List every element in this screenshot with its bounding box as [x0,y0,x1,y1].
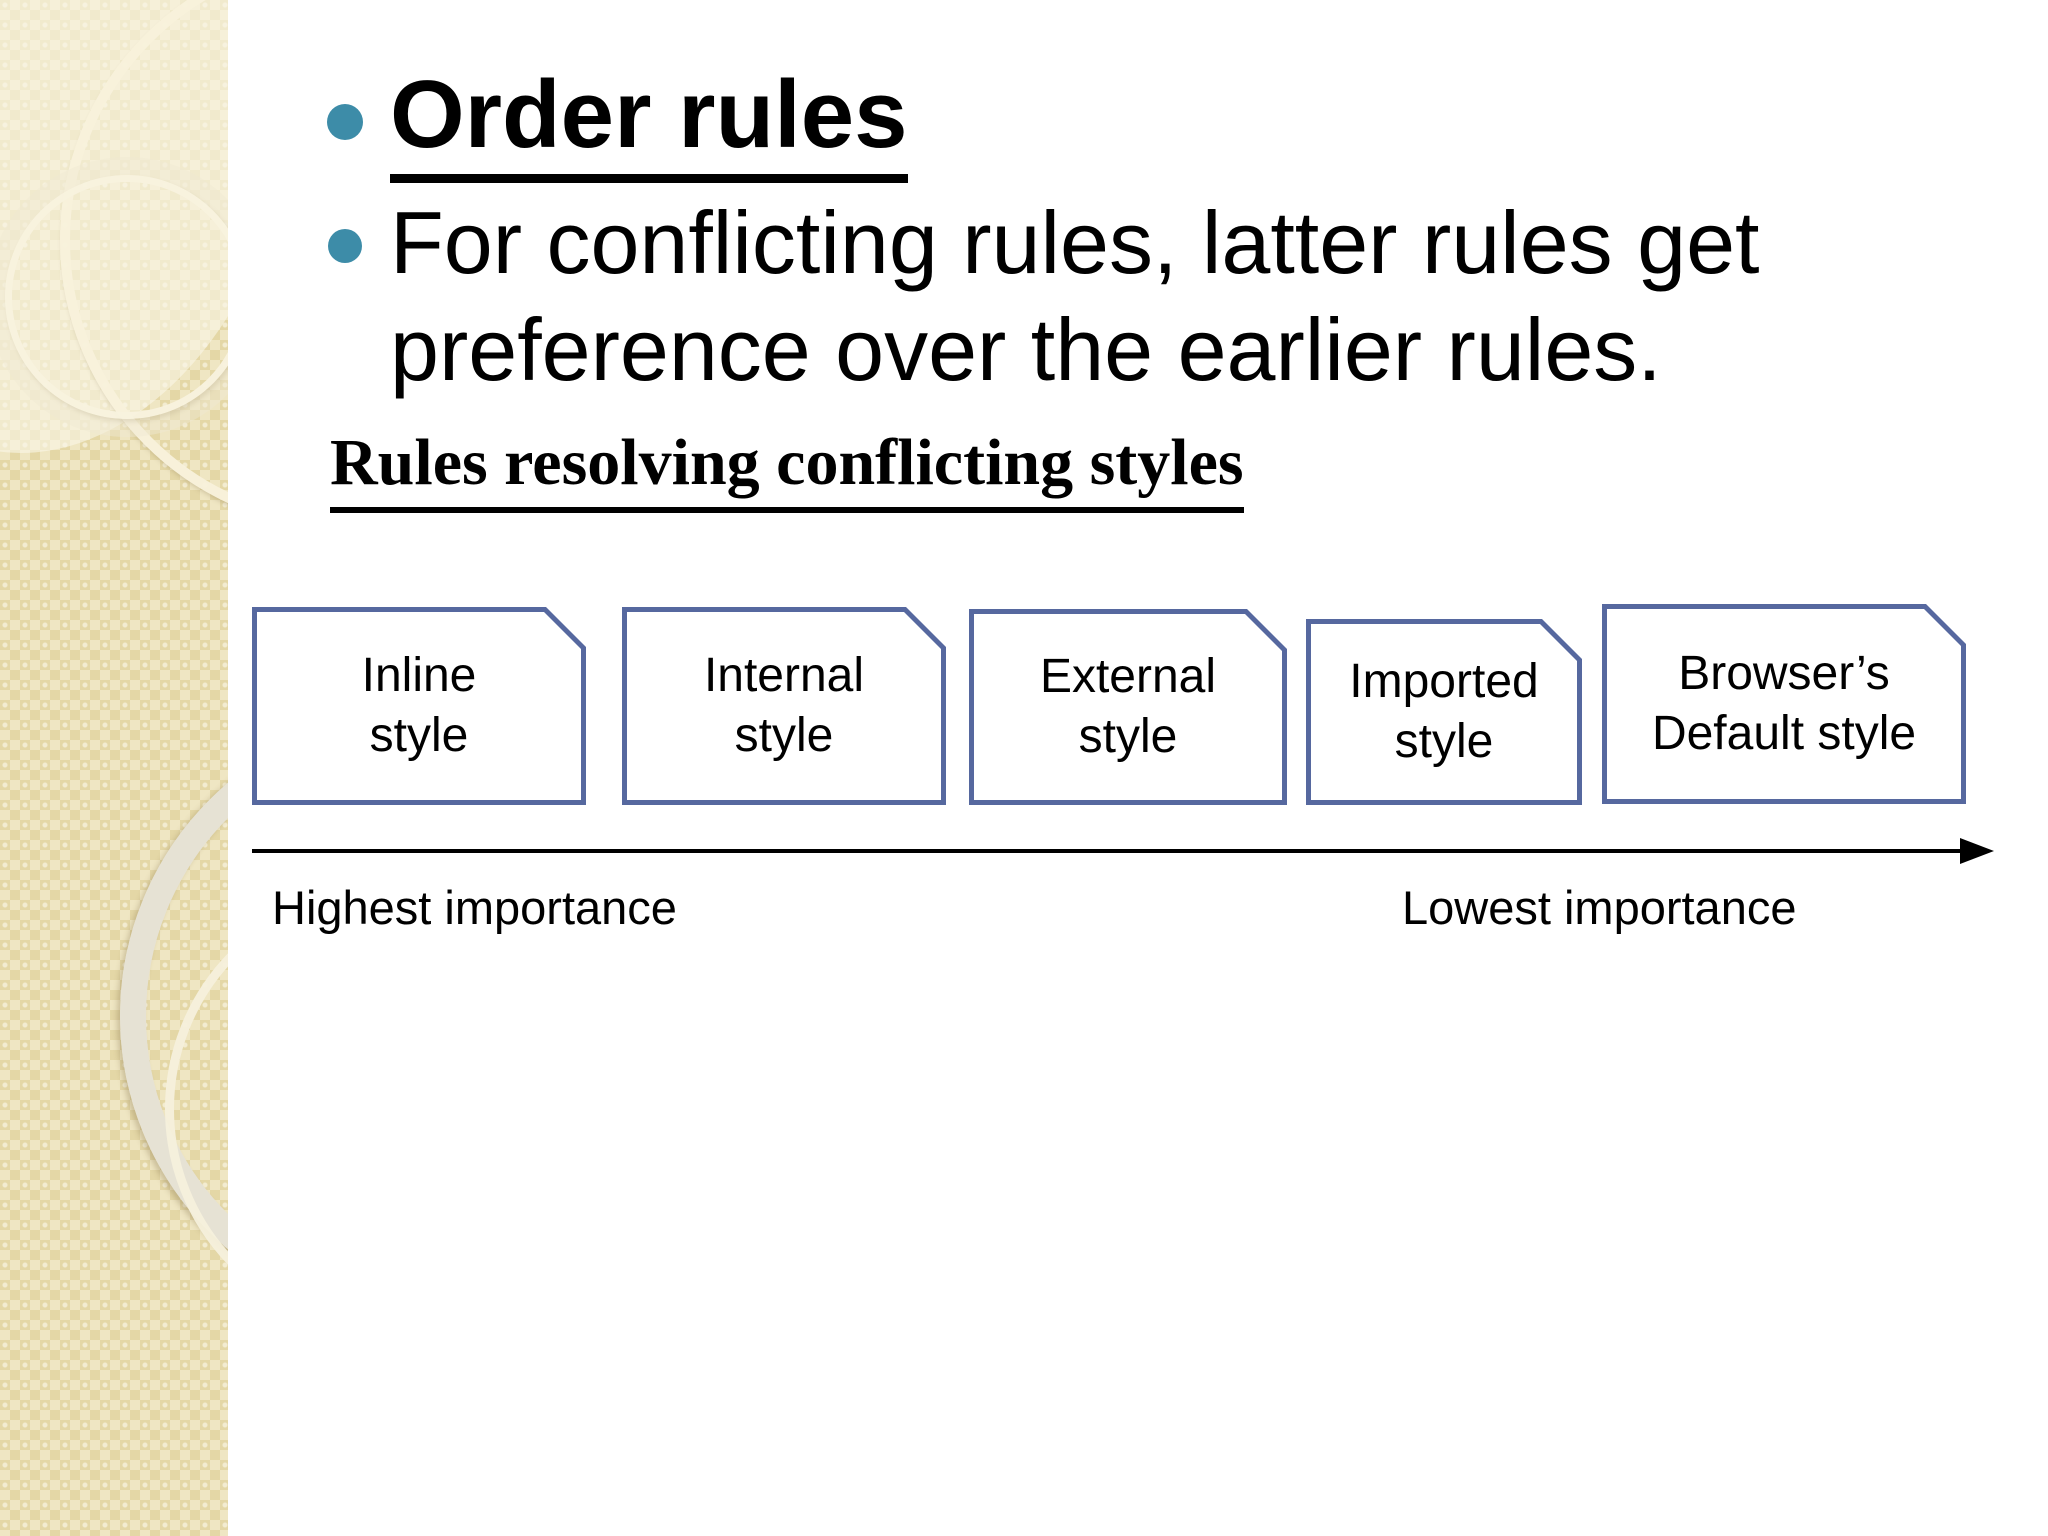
style-box-label: External style [1039,650,1217,763]
style-box-internal: Internal style [622,607,946,805]
style-box-label: Imported style [1349,655,1539,768]
sidebar-ring-mid-icon [5,175,228,419]
style-box-label: Browser’s Default style [1651,647,1917,760]
style-box-internal-face: Internal style [627,612,941,800]
style-box-imported: Imported style [1306,619,1582,805]
sidebar-decoration [0,0,228,1536]
style-box-inline-face: Inline style [257,612,581,800]
style-box-label: Internal style [703,649,865,762]
importance-arrow-head-icon [1960,838,1994,864]
style-box-inline: Inline style [252,607,586,805]
style-box-browser-default: Browser’s Default style [1602,604,1966,804]
style-box-browser-default-face: Browser’s Default style [1607,609,1961,799]
importance-arrow-line [252,849,1964,853]
bullet-text: For conflicting rules, latter rules get … [390,193,1760,400]
lowest-importance-label: Lowest importance [1402,881,1797,934]
bullet-icon [327,104,363,140]
highest-importance-label: Highest importance [272,881,677,934]
bullet-icon [328,229,362,263]
page-title: Order rules [390,60,908,184]
diagram-heading: Rules resolving conflicting styles [330,423,1244,514]
style-box-label: Inline style [361,649,477,762]
style-box-imported-face: Imported style [1311,624,1577,800]
style-box-external: External style [969,609,1287,805]
style-box-external-face: External style [974,614,1282,800]
